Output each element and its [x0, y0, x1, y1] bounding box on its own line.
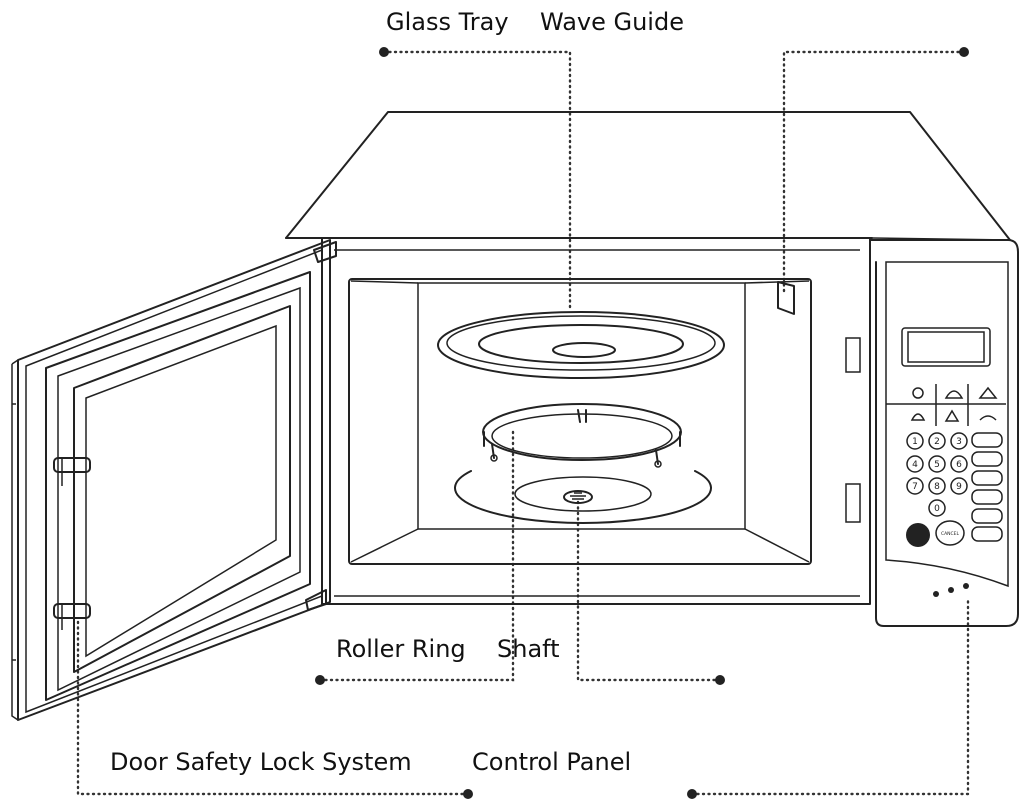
leader-control-panel: [687, 598, 970, 799]
door-latch-lower: [53, 603, 91, 630]
label-shaft: Shaft: [497, 635, 560, 663]
function-keys: [971, 432, 1003, 542]
svg-text:5: 5: [934, 460, 940, 470]
key-8[interactable]: [928, 477, 946, 495]
vent-dot: [948, 587, 954, 593]
function-key-4[interactable]: [971, 489, 1003, 505]
svg-text:4: 4: [912, 460, 918, 470]
function-key-3[interactable]: [971, 470, 1003, 486]
leader-glass-tray: [379, 47, 572, 312]
door: [11, 239, 337, 721]
svg-text:2: 2: [934, 437, 940, 447]
leader-wave-guide: [782, 47, 969, 294]
vent-dot: [963, 583, 969, 589]
function-key-5[interactable]: [971, 508, 1003, 524]
control-panel: 1 2 3 4 5 6 7 8 9 0: [869, 239, 1019, 627]
door-hinge-top: [313, 241, 337, 263]
vent-dot: [933, 591, 939, 597]
key-4[interactable]: [906, 455, 924, 473]
leader-roller-ring: [315, 426, 515, 685]
number-keypad: 1 2 3 4 5 6 7 8 9 0: [906, 432, 968, 517]
label-roller-ring: Roller Ring: [336, 635, 466, 663]
leader-shaft: [576, 496, 725, 685]
start-button[interactable]: [906, 523, 930, 547]
key-1[interactable]: [906, 432, 924, 450]
cavity-floor-shaft: [454, 470, 712, 524]
svg-text:7: 7: [912, 482, 918, 492]
svg-text:0: 0: [934, 504, 940, 514]
function-key-1[interactable]: [971, 432, 1003, 448]
roller-ring: [482, 403, 682, 468]
svg-text:6: 6: [956, 460, 962, 470]
door-latch-upper: [53, 457, 91, 486]
key-6[interactable]: [950, 455, 968, 473]
key-3[interactable]: [950, 432, 968, 450]
key-7[interactable]: [906, 477, 924, 495]
preset-icons: [910, 386, 998, 422]
label-control-panel: Control Panel: [472, 748, 631, 776]
oven-cavity: [348, 278, 812, 565]
label-door-safety-lock-system: Door Safety Lock System: [110, 748, 412, 776]
svg-text:8: 8: [934, 482, 940, 492]
wave-guide-cover: [777, 281, 795, 315]
key-5[interactable]: [928, 455, 946, 473]
svg-text:1: 1: [912, 437, 918, 447]
svg-text:9: 9: [956, 482, 962, 492]
function-key-6[interactable]: [971, 526, 1003, 542]
key-0[interactable]: [928, 499, 946, 517]
glass-tray: [437, 311, 725, 379]
leader-door-safety-lock: [76, 618, 473, 799]
key-9[interactable]: [950, 477, 968, 495]
door-hinge-bottom: [305, 589, 327, 611]
cabinet-top: [285, 111, 1011, 241]
label-wave-guide: Wave Guide: [540, 8, 684, 36]
function-key-2[interactable]: [971, 451, 1003, 467]
cabinet-front: [321, 237, 871, 605]
key-2[interactable]: [928, 432, 946, 450]
label-glass-tray: Glass Tray: [386, 8, 509, 36]
cancel-button[interactable]: [935, 520, 965, 546]
cancel-button-label: CANCEL: [941, 531, 960, 537]
svg-text:3: 3: [956, 437, 962, 447]
